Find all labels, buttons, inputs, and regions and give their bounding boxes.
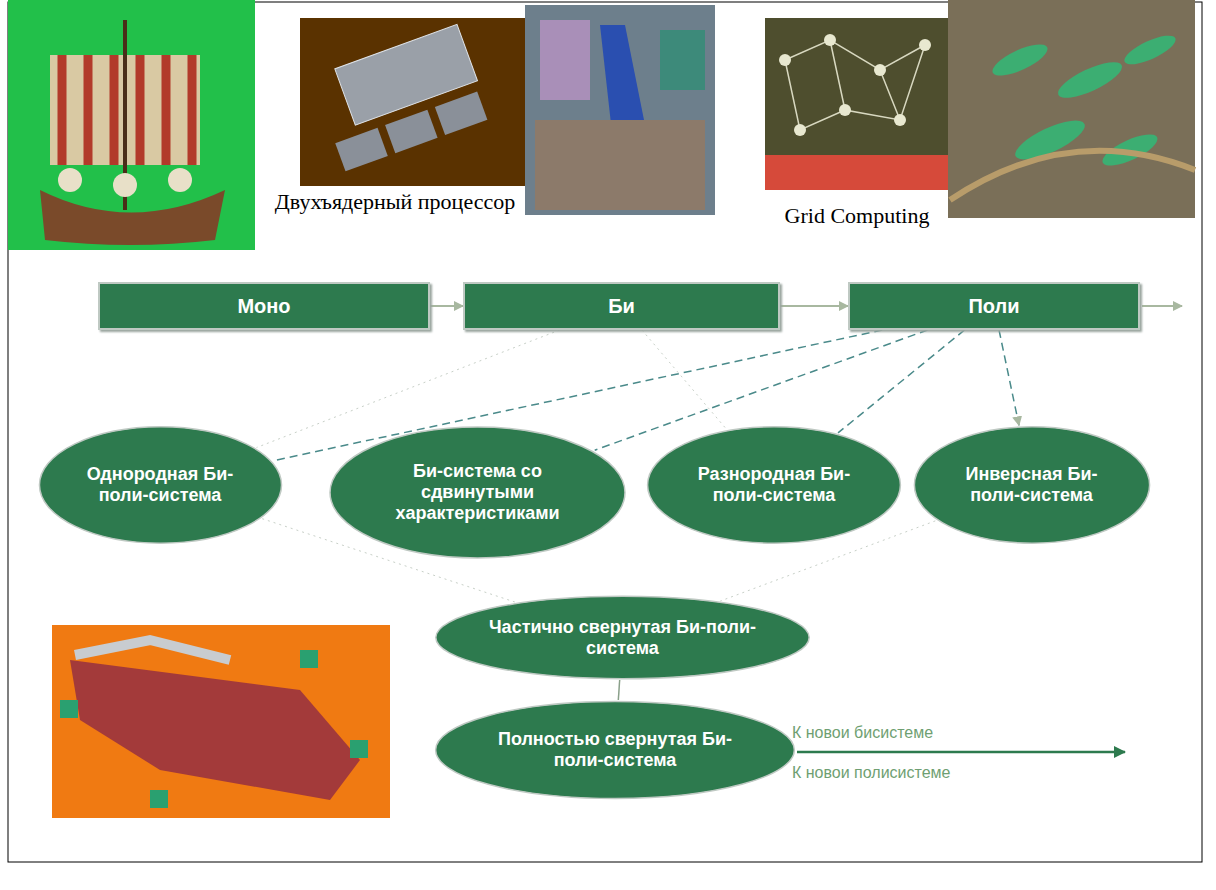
system-ellipse: Разнородная Би-поли-система — [645, 425, 903, 545]
connector — [642, 330, 727, 429]
node-text: Инверсная Би-поли-система — [948, 464, 1116, 505]
fields-picture — [948, 0, 1195, 218]
stage-box: Моно — [98, 282, 430, 330]
connector — [999, 330, 1019, 425]
outgoing-arrow — [797, 751, 1125, 754]
node-text: Разнородная Би-поли-система — [684, 464, 865, 505]
outgoing-arrow — [1142, 305, 1182, 307]
connector — [780, 305, 848, 307]
stage-box: Поли — [848, 282, 1140, 330]
caption-label: Двухъядерный процессор — [270, 188, 520, 217]
node-text: Частично свернутая Би-поли-система — [488, 617, 758, 658]
ship-picture — [8, 0, 255, 250]
circuit-picture — [525, 5, 715, 215]
connector — [838, 330, 964, 433]
node-text: Однородная Би-поли-система — [74, 464, 247, 505]
system-ellipse: Инверсная Би-поли-система — [912, 425, 1152, 545]
system-ellipse: Однородная Би-поли-система — [37, 425, 284, 545]
node-text: Би-система со сдвинутыми характеристикам… — [372, 461, 584, 523]
caption-label: К новои бисистеме — [792, 723, 1022, 744]
system-ellipse: Би-система со сдвинутыми характеристикам… — [327, 425, 628, 560]
caption-label: Grid Computing — [752, 202, 962, 231]
grid-computing-picture — [765, 18, 950, 190]
node-text: Полностью свернутая Би-поли-система — [486, 729, 745, 770]
caption-label: К новои полисистеме — [792, 763, 1022, 784]
system-ellipse: Частично свернутая Би-поли-система — [432, 595, 813, 680]
node-text: Би — [608, 295, 635, 318]
stage-box: Би — [463, 282, 780, 330]
connector — [618, 680, 619, 700]
multitool-picture — [52, 625, 390, 818]
system-ellipse: Полностью свернутая Би-поли-система — [432, 700, 798, 800]
node-text: Поли — [968, 295, 1019, 318]
connector — [430, 305, 463, 307]
dual-core-picture — [300, 18, 525, 186]
node-text: Моно — [237, 295, 290, 318]
